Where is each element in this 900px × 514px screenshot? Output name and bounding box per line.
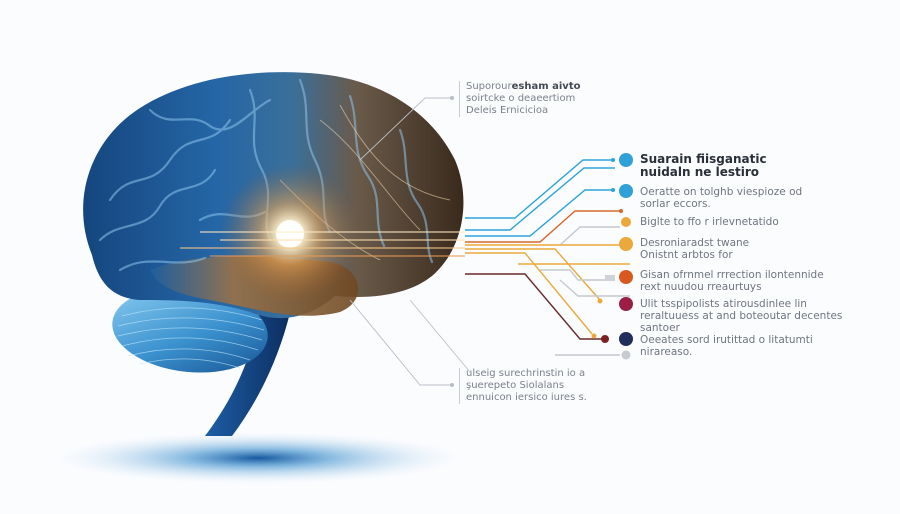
legend-label-2: Oeratte on tolghb viespioze od sorlar ec… — [640, 186, 803, 210]
legend-label-3: Biglte to ffo r irlevnetatido — [640, 216, 779, 228]
callout-text: Suporour — [466, 81, 512, 92]
legend-dot-3 — [621, 217, 631, 227]
callout-text: Deleis Ernicicioa — [466, 105, 549, 116]
callout-text: soirtcke o deaeertiom — [466, 93, 576, 104]
callout-text: ulseig surechrinstin io a — [466, 368, 586, 379]
legend-label-6: Ulit tsspipolists atirousdinlee lin rera… — [640, 298, 843, 334]
legend-dots — [619, 153, 633, 360]
legend-dot-7 — [619, 332, 633, 346]
legend-dot-6 — [619, 297, 633, 311]
legend-label-7: Oeeates sord irutittad o litatumti nirar… — [640, 334, 813, 358]
connector-lines — [465, 159, 630, 356]
legend-dot-4 — [619, 237, 633, 251]
legend-label-4: Desroniaradst twane Onistnt arbtos for — [640, 237, 750, 261]
callout-text-bold: esham aivto — [511, 81, 581, 92]
legend-dot-2 — [619, 184, 633, 198]
brainstem — [205, 300, 292, 436]
callout-text: şuerepeto Siolalans — [466, 380, 565, 391]
callout-text: ennuicon iersico iures s. — [466, 392, 587, 403]
connector-endpoints — [591, 158, 623, 343]
floor-shadow — [53, 432, 463, 484]
callout-leaders — [349, 95, 471, 388]
legend-label-1: Suarain fiisganatic nuidaln ne lestiro — [640, 152, 767, 179]
top-callout: Suporouresham aivto soirtcke o deaeertio… — [459, 81, 580, 117]
legend-dot-1 — [619, 153, 633, 167]
neural-rays — [180, 231, 465, 257]
cerebellum — [112, 287, 268, 373]
legend-dot-5 — [619, 270, 633, 284]
bottom-callout: ulseig surechrinstin io a şuerepeto Siol… — [459, 368, 587, 404]
legend-label-5: Gisan ofrnmel rrrection ilontennide rext… — [640, 269, 824, 293]
legend-dot-8 — [621, 350, 631, 360]
